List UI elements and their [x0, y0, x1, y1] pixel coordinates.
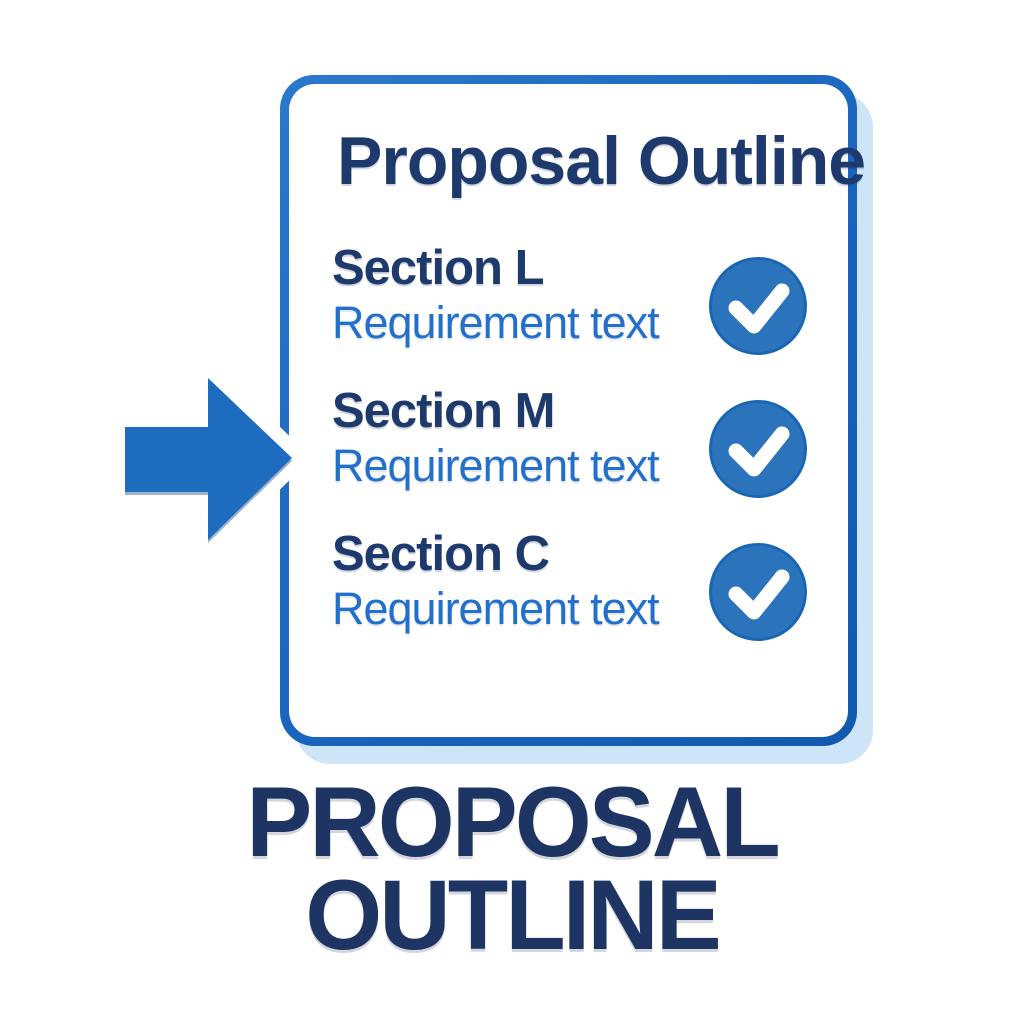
check-icon	[709, 400, 807, 498]
caption: PROPOSAL OUTLINE	[0, 766, 1024, 970]
check-icon	[709, 543, 807, 641]
arrow-icon	[125, 378, 292, 540]
proposal-card: Proposal Outline Section L Requirement t…	[280, 75, 866, 746]
section-row-l: Section L Requirement text	[332, 241, 660, 348]
check-icon	[709, 257, 807, 355]
section-title: Section L	[332, 241, 545, 295]
section-row-m: Section M Requirement text	[332, 384, 660, 491]
section-subtitle: Requirement text	[332, 440, 660, 491]
section-subtitle: Requirement text	[332, 583, 660, 634]
caption-line-1: PROPOSAL	[246, 766, 781, 877]
card-title: Proposal Outline	[337, 123, 866, 199]
section-title: Section M	[332, 384, 555, 438]
section-title: Section C	[332, 527, 550, 581]
section-subtitle: Requirement text	[332, 297, 660, 348]
section-row-c: Section C Requirement text	[332, 527, 660, 634]
caption-line-2: OUTLINE	[305, 859, 721, 970]
